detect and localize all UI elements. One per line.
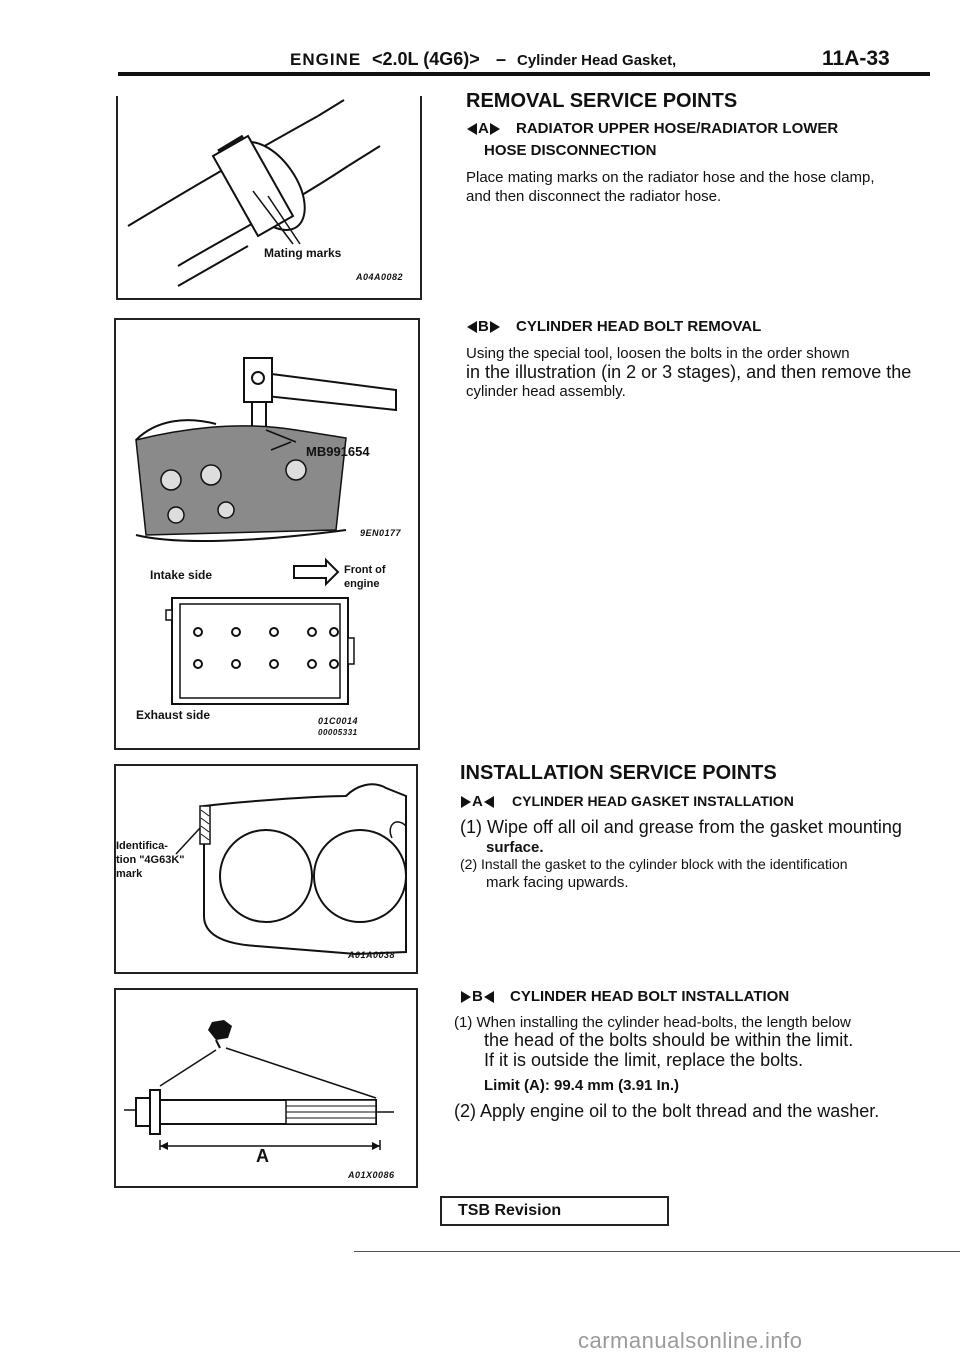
figure-code-2: 00005331 [318,728,358,737]
bolt-illustration [124,1020,394,1150]
removal-a-title: RADIATOR UPPER HOSE/RADIATOR LOWER [516,120,839,137]
installation-a-step1: (1) Wipe off all oil and grease from the… [460,817,902,837]
installation-a-step2: (2) Install the gasket to the cylinder b… [460,856,848,872]
head-bolt-tool-illustration [135,357,397,705]
footer-rule [354,1251,960,1252]
installation-heading: INSTALLATION SERVICE POINTS [460,762,777,784]
mating-marks-label: Mating marks [264,246,342,260]
triangle-left-icon [483,796,494,809]
section-name: ENGINE [290,50,362,69]
figure-code: A04A0082 [356,272,404,282]
installation-a-step2-2: mark facing upwards. [486,874,629,891]
front-of-engine-label-2: engine [344,578,380,590]
dimension-a-label: A [256,1146,269,1166]
watermark: carmanualsonline.info [578,1328,803,1353]
removal-b-title: CYLINDER HEAD BOLT REMOVAL [516,318,762,335]
front-of-engine-label: Front of [344,564,386,576]
installation-b-limit: Limit (A): 99.4 mm (3.91 In.) [484,1077,680,1094]
removal-b-body-3: cylinder head assembly. [466,383,626,400]
header-rule [118,72,930,76]
triangle-right-icon [489,123,500,136]
header-dash: – [496,49,507,69]
triangle-left-icon [467,321,477,334]
tsb-revision-box: TSB Revision [440,1196,669,1226]
triangle-left-icon [467,123,477,136]
installation-b-marker: B [460,988,495,1005]
removal-a-title-2: HOSE DISCONNECTION [484,142,657,159]
removal-a-body: Place mating marks on the radiator hose … [466,169,875,186]
figure-bolt-length: A A01X0086 [114,988,418,1188]
removal-a-body-2: and then disconnect the radiator hose. [466,188,722,205]
exhaust-side-label: Exhaust side [136,708,211,722]
figure-code: 01C0014 [318,716,359,726]
page-subject: Cylinder Head Gasket, [517,52,677,69]
figure-radiator-hose: Mating marks A04A0082 [116,96,422,300]
intake-side-label: Intake side [150,568,213,582]
triangle-right-icon [461,991,471,1004]
gasket-illustration [175,783,407,955]
installation-b-step1-2: the head of the bolts should be within t… [484,1030,854,1050]
hose-illustration [127,99,381,287]
special-tool-label: MB991654 [306,444,370,459]
triangle-right-icon [461,796,471,809]
engine-model: <2.0L (4G6)> [372,49,480,69]
triangle-left-icon [483,991,494,1004]
installation-b-step1-3: If it is outside the limit, replace the … [484,1050,804,1070]
triangle-right-icon [489,321,500,334]
removal-b-body: Using the special tool, loosen the bolts… [466,345,850,362]
identification-mark-label-2: tion "4G63K" [116,854,185,866]
installation-a-marker: A [460,793,495,810]
installation-b-step2: (2) Apply engine oil to the bolt thread … [454,1101,880,1121]
figure-code: A01X0086 [348,1170,395,1180]
tsb-revision-label: TSB Revision [458,1202,562,1219]
figure-code: A01A0038 [348,950,396,960]
page-header: ENGINE <2.0L (4G6)> – Cylinder Head Gask… [0,0,960,80]
removal-heading: REMOVAL SERVICE POINTS [466,90,738,112]
installation-a-step1-2: surface. [486,839,544,856]
figure-code: 9EN0177 [360,528,402,538]
installation-b-title: CYLINDER HEAD BOLT INSTALLATION [510,988,790,1005]
page-number: 11A-33 [822,47,890,70]
figure-gasket: Identifica- tion "4G63K" mark A01A0038 [114,764,418,974]
identification-mark-label: Identifica- [116,840,168,852]
installation-b-step1: (1) When installing the cylinder head-bo… [454,1014,851,1031]
installation-a-title: CYLINDER HEAD GASKET INSTALLATION [512,793,794,809]
identification-mark-label-3: mark [116,868,143,880]
removal-a-marker: A [466,120,501,137]
removal-b-marker: B [466,318,501,335]
removal-b-body-2: in the illustration (in 2 or 3 stages), … [466,362,912,382]
figure-head-bolt-removal: MB991654 9EN0177 Intake side Front of en… [114,318,420,750]
